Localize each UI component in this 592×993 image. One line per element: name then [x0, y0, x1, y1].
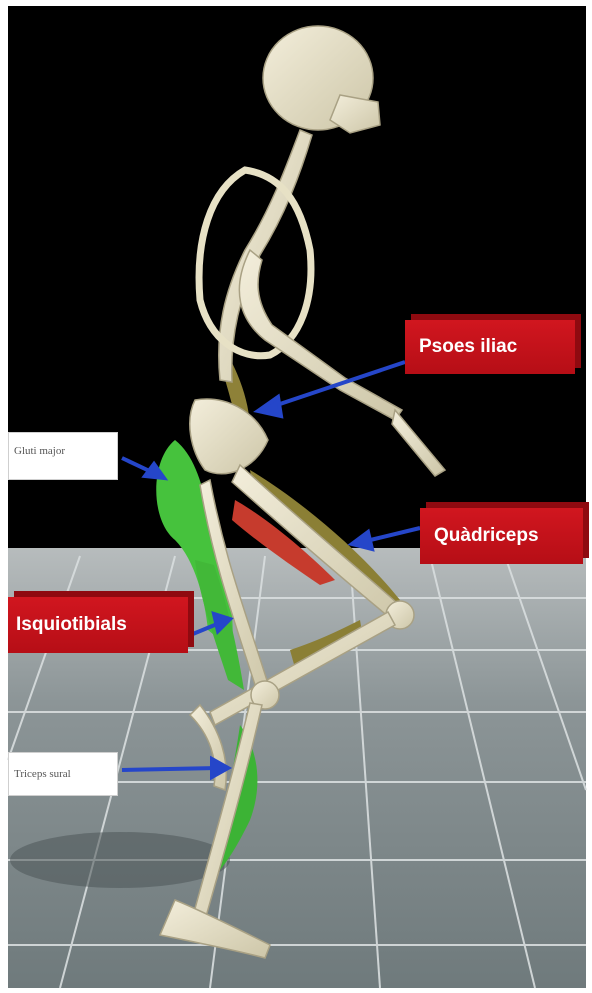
label-psoas: Psoes iliac [405, 320, 575, 374]
label-isquiotibials: Isquiotibials [8, 597, 188, 653]
shadow [10, 832, 230, 888]
label-triceps-sural: Triceps sural [8, 752, 118, 796]
label-gluti-major: Gluti major [8, 432, 118, 480]
label-quadriceps: Quàdriceps [420, 508, 583, 564]
